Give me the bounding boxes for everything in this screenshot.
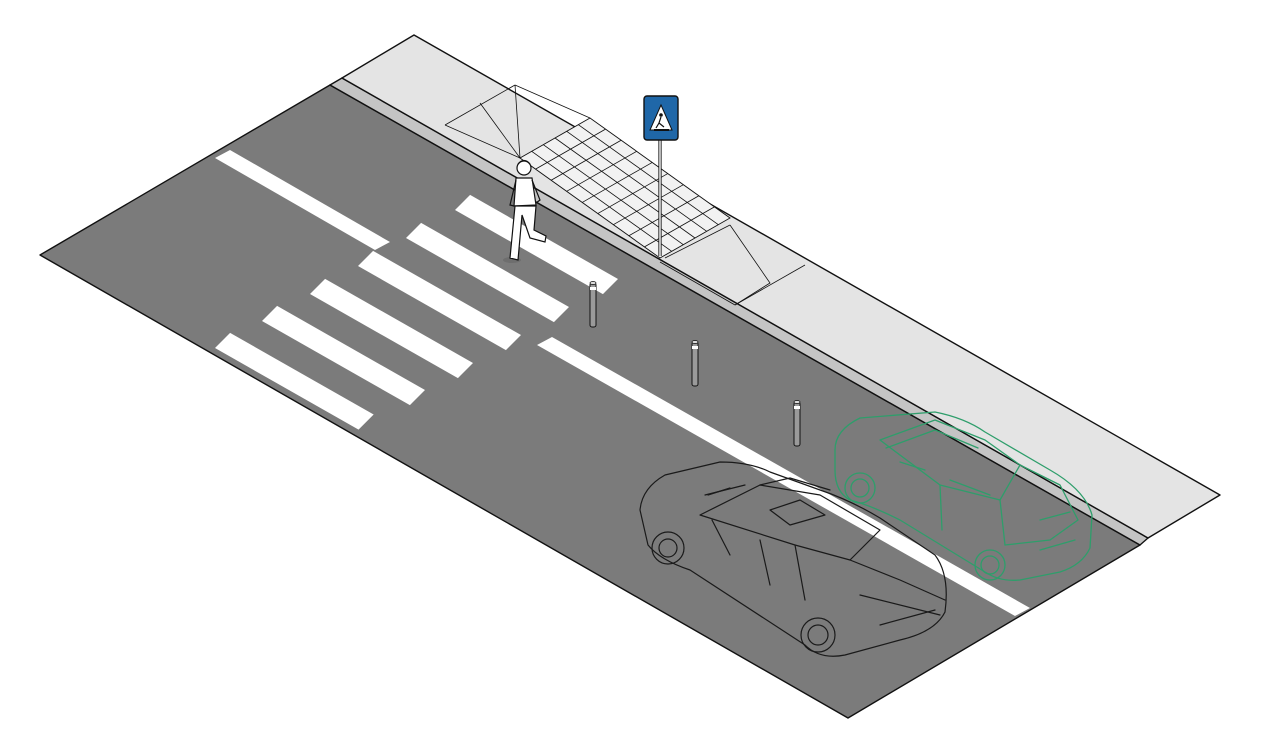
crosswalk-stripe (406, 222, 570, 323)
crosswalk-stripe (262, 305, 426, 406)
lane-marking-upper (215, 150, 390, 250)
crosswalk-stripe (310, 278, 474, 379)
bollard-icon (589, 281, 597, 328)
crosswalk-stripe (215, 332, 374, 430)
bollard-icon (691, 340, 699, 387)
crosswalk-stripe (358, 250, 522, 351)
pedestrian-figure-icon (503, 159, 547, 263)
bollard-icon (793, 400, 801, 447)
hatchback-car-icon (834, 411, 1093, 581)
sedan-car-icon (639, 461, 947, 657)
crosswalk-stripe (455, 194, 619, 295)
tactile-paving (519, 117, 731, 259)
bollards (589, 281, 801, 447)
pedestrian-crossing-sign (643, 95, 679, 256)
crosswalk (215, 194, 619, 430)
